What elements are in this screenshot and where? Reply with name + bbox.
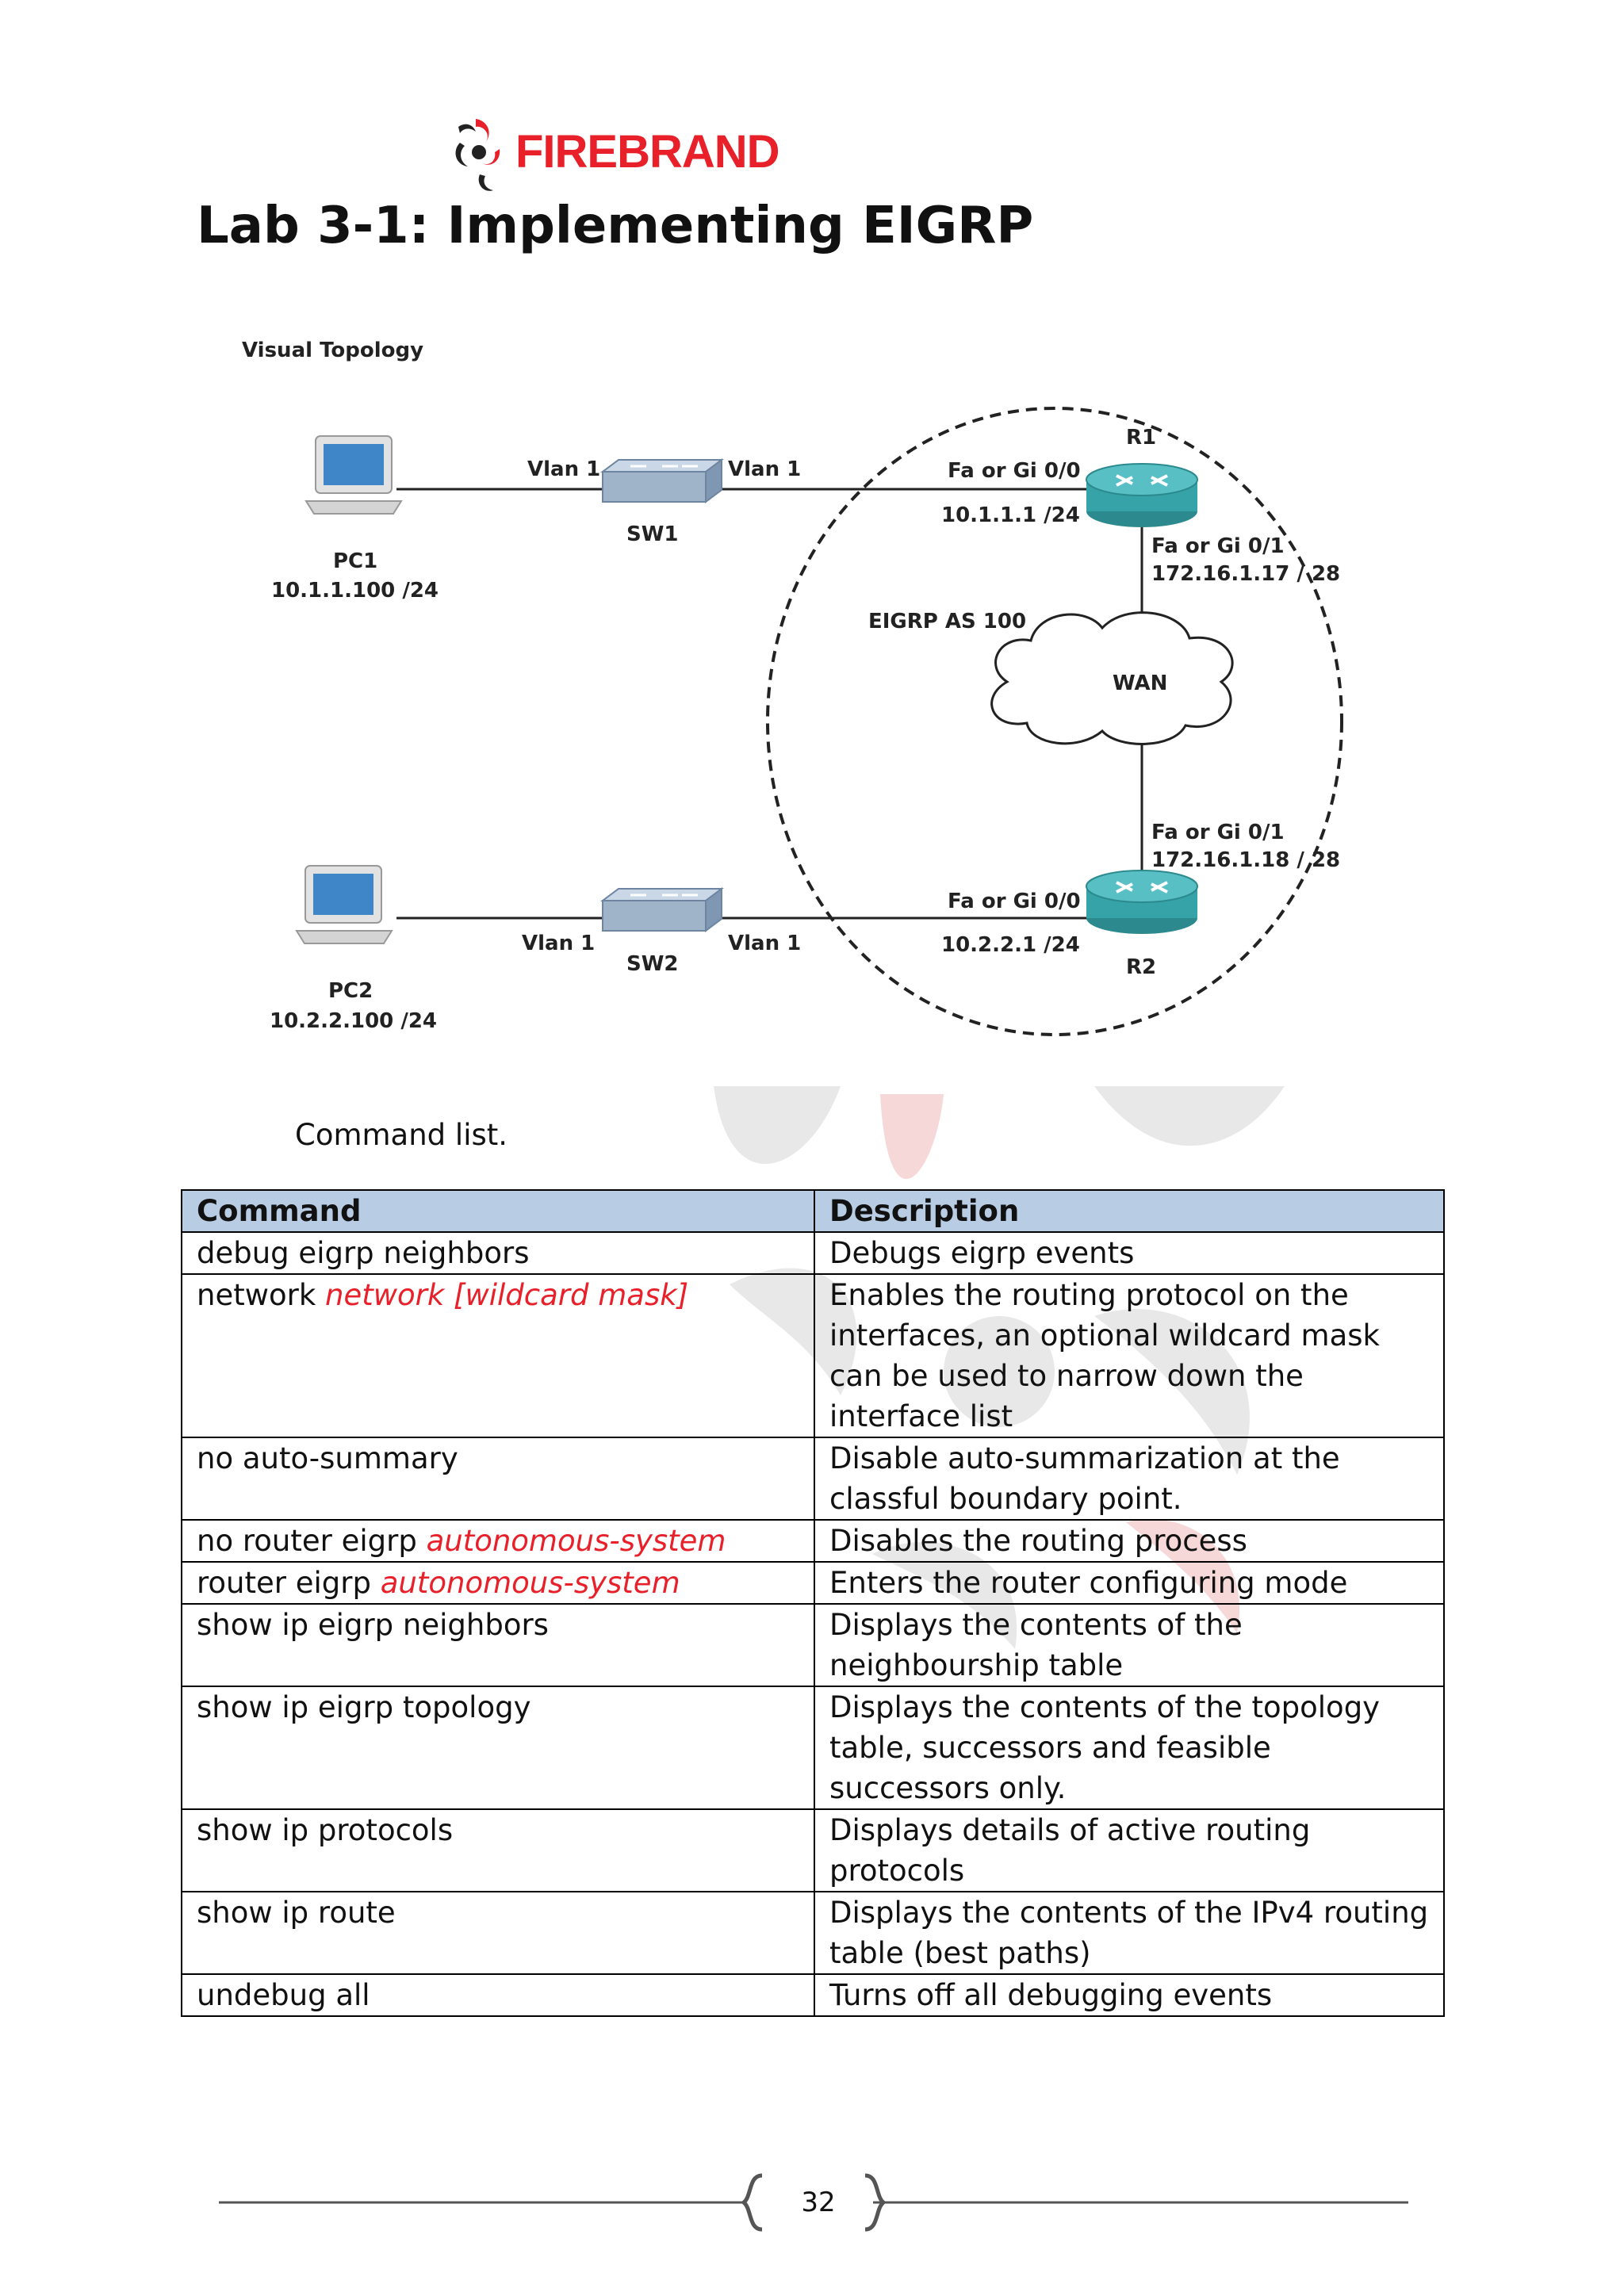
description-cell: Displays the contents of the topology ta… — [814, 1686, 1445, 1810]
page-title: Lab 3-1: Implementing EIGRP — [197, 197, 1034, 255]
r2-router-icon — [1086, 870, 1198, 934]
eigrp-domain-boundary — [766, 407, 1343, 1036]
r1-lan-interface: Fa or Gi 0/0 — [948, 459, 1081, 483]
command-text: no auto-summary — [197, 1441, 458, 1475]
command-cell: show ip eigrp topology — [181, 1686, 815, 1810]
command-cell: show ip protocols — [181, 1808, 815, 1892]
description-cell: Displays the contents of the IPv4 routin… — [814, 1891, 1445, 1975]
command-text: show ip protocols — [197, 1813, 454, 1847]
table-row: debug eigrp neighbors Debugs eigrp event… — [181, 1231, 1445, 1275]
command-cell: debug eigrp neighbors — [181, 1231, 815, 1275]
sw2-vlan-left: Vlan 1 — [522, 932, 595, 955]
table-row: router eigrp autonomous-system Enters th… — [181, 1561, 1445, 1605]
page-footer: 32 — [219, 2172, 1408, 2236]
command-cell: network network [wildcard mask] — [181, 1273, 815, 1438]
r2-lan-ip: 10.2.2.1 /24 — [941, 933, 1080, 957]
description-cell: Displays the contents of the neighboursh… — [814, 1603, 1445, 1687]
command-list-caption: Command list. — [295, 1118, 508, 1152]
sw2-name: SW2 — [626, 952, 679, 976]
command-text: show ip route — [197, 1896, 396, 1930]
command-column-header: Command — [181, 1189, 815, 1233]
command-text: debug eigrp neighbors — [197, 1236, 530, 1270]
command-argument: network [wildcard mask] — [325, 1278, 689, 1312]
command-cell: router eigrp autonomous-system — [181, 1561, 815, 1605]
command-cell: no router eigrp autonomous-system — [181, 1519, 815, 1563]
command-cell: no auto-summary — [181, 1437, 815, 1521]
table-row: show ip eigrp neighbors Displays the con… — [181, 1603, 1445, 1687]
command-argument: autonomous-system — [380, 1566, 680, 1600]
r1-lan-ip: 10.1.1.1 /24 — [941, 503, 1080, 527]
description-column-header: Description — [814, 1189, 1445, 1233]
table-header-row: Command Description — [181, 1189, 1445, 1233]
table-row: show ip eigrp topology Displays the cont… — [181, 1686, 1445, 1810]
eigrp-as-label: EIGRP AS 100 — [868, 610, 1026, 633]
pc2-name: PC2 — [328, 979, 373, 1003]
command-text: network — [197, 1278, 326, 1312]
visual-topology-diagram: Visual Topology PC1 10.1.1.100 /24 Vlan … — [242, 339, 1343, 1036]
command-cell: show ip route — [181, 1891, 815, 1975]
pc2-ip: 10.2.2.100 /24 — [270, 1009, 437, 1033]
command-text: show ip eigrp topology — [197, 1690, 531, 1724]
firebrand-emblem-icon — [455, 119, 500, 191]
command-cell: undebug all — [181, 1973, 815, 2017]
wan-cloud-icon — [990, 611, 1234, 745]
description-cell: Displays details of active routing proto… — [814, 1808, 1445, 1892]
r1-wan-interface: Fa or Gi 0/1 — [1151, 534, 1285, 558]
command-table: Command Description debug eigrp neighbor… — [181, 1189, 1445, 2017]
command-text: show ip eigrp neighbors — [197, 1608, 549, 1642]
r1-name: R1 — [1126, 426, 1156, 450]
description-cell: Disables the routing process — [814, 1519, 1445, 1563]
r2-lan-interface: Fa or Gi 0/0 — [948, 890, 1081, 913]
pc1-ip: 10.1.1.100 /24 — [271, 579, 439, 603]
firebrand-logo: FIREBRAND — [444, 111, 780, 198]
command-text: router eigrp — [197, 1566, 381, 1600]
r2-name: R2 — [1126, 955, 1156, 979]
description-cell: Disable auto-summarization at the classf… — [814, 1437, 1445, 1521]
pc1-name: PC1 — [333, 549, 377, 573]
table-row: undebug all Turns off all debugging even… — [181, 1973, 1445, 2017]
command-text: no router eigrp — [197, 1524, 427, 1558]
firebrand-wordmark: FIREBRAND — [515, 126, 780, 178]
command-cell: show ip eigrp neighbors — [181, 1603, 815, 1687]
sw1-name: SW1 — [626, 522, 679, 546]
sw1-switch-icon — [600, 458, 724, 503]
table-row: network network [wildcard mask] Enables … — [181, 1273, 1445, 1438]
description-cell: Enters the router configuring mode — [814, 1561, 1445, 1605]
page-number: 32 — [801, 2187, 836, 2218]
table-row: no auto-summary Disable auto-summarizati… — [181, 1437, 1445, 1521]
description-cell: Enables the routing protocol on the inte… — [814, 1273, 1445, 1438]
table-row: show ip protocols Displays details of ac… — [181, 1808, 1445, 1892]
footer-rule — [219, 2173, 1408, 2232]
command-argument: autonomous-system — [426, 1524, 726, 1558]
sw2-switch-icon — [600, 887, 724, 932]
table-row: no router eigrp autonomous-system Disabl… — [181, 1519, 1445, 1563]
r1-router-icon — [1086, 463, 1198, 527]
table-row: show ip route Displays the contents of t… — [181, 1891, 1445, 1975]
r2-wan-interface: Fa or Gi 0/1 — [1151, 821, 1285, 844]
r1-wan-ip: 172.16.1.17 / 28 — [1151, 562, 1340, 586]
command-text: undebug all — [197, 1978, 370, 2012]
pc2-computer-icon — [295, 865, 393, 944]
wan-label: WAN — [1113, 672, 1167, 695]
sw1-vlan-right: Vlan 1 — [728, 457, 801, 481]
sw2-vlan-right: Vlan 1 — [728, 932, 801, 955]
sw1-vlan-left: Vlan 1 — [527, 457, 600, 481]
pc1-computer-icon — [304, 435, 403, 515]
topology-heading: Visual Topology — [242, 339, 423, 362]
description-cell: Debugs eigrp events — [814, 1231, 1445, 1275]
r2-wan-ip: 172.16.1.18 / 28 — [1151, 848, 1340, 872]
description-cell: Turns off all debugging events — [814, 1973, 1445, 2017]
